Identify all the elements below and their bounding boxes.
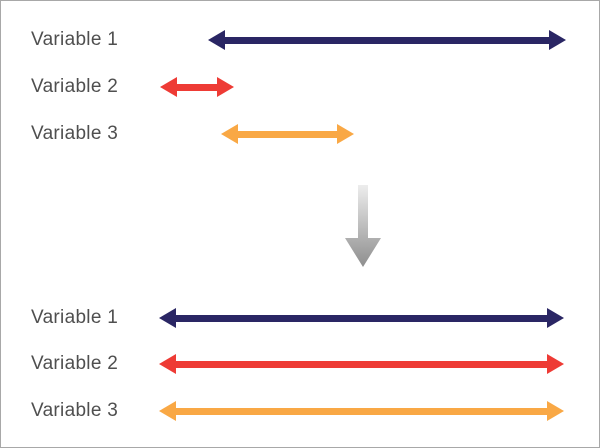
range-arrow-variable2 [159,353,564,375]
range-arrow-variable2 [160,76,234,98]
arrowhead-left-icon [159,401,176,421]
arrow-shaft [176,314,547,322]
arrowhead-left-icon [160,77,177,97]
variable-label: Variable 3 [31,400,119,421]
arrow-shaft [177,83,217,91]
arrowhead-right-icon [217,77,234,97]
range-arrow-variable3 [221,123,354,145]
arrowhead-right-icon [337,124,354,144]
arrow-shaft [238,130,337,138]
arrowhead-right-icon [547,308,564,328]
variable-label: Variable 1 [31,307,119,328]
arrowhead-left-icon [159,308,176,328]
arrowhead-left-icon [221,124,238,144]
variable-label: Variable 2 [31,76,119,97]
arrowhead-left-icon [208,30,225,50]
range-arrow-variable1 [208,29,566,51]
arrow-shaft [225,36,549,44]
range-arrow-variable3 [159,400,564,422]
arrowhead-left-icon [159,354,176,374]
variable-label: Variable 2 [31,353,119,374]
range-arrow-variable1 [159,307,564,329]
down-arrow-icon [345,185,381,267]
variable-label: Variable 1 [31,29,119,50]
arrow-shaft [176,360,547,368]
arrow-shaft [176,407,547,415]
variable-label: Variable 3 [31,123,119,144]
arrowhead-right-icon [549,30,566,50]
arrowhead-right-icon [547,354,564,374]
arrowhead-right-icon [547,401,564,421]
